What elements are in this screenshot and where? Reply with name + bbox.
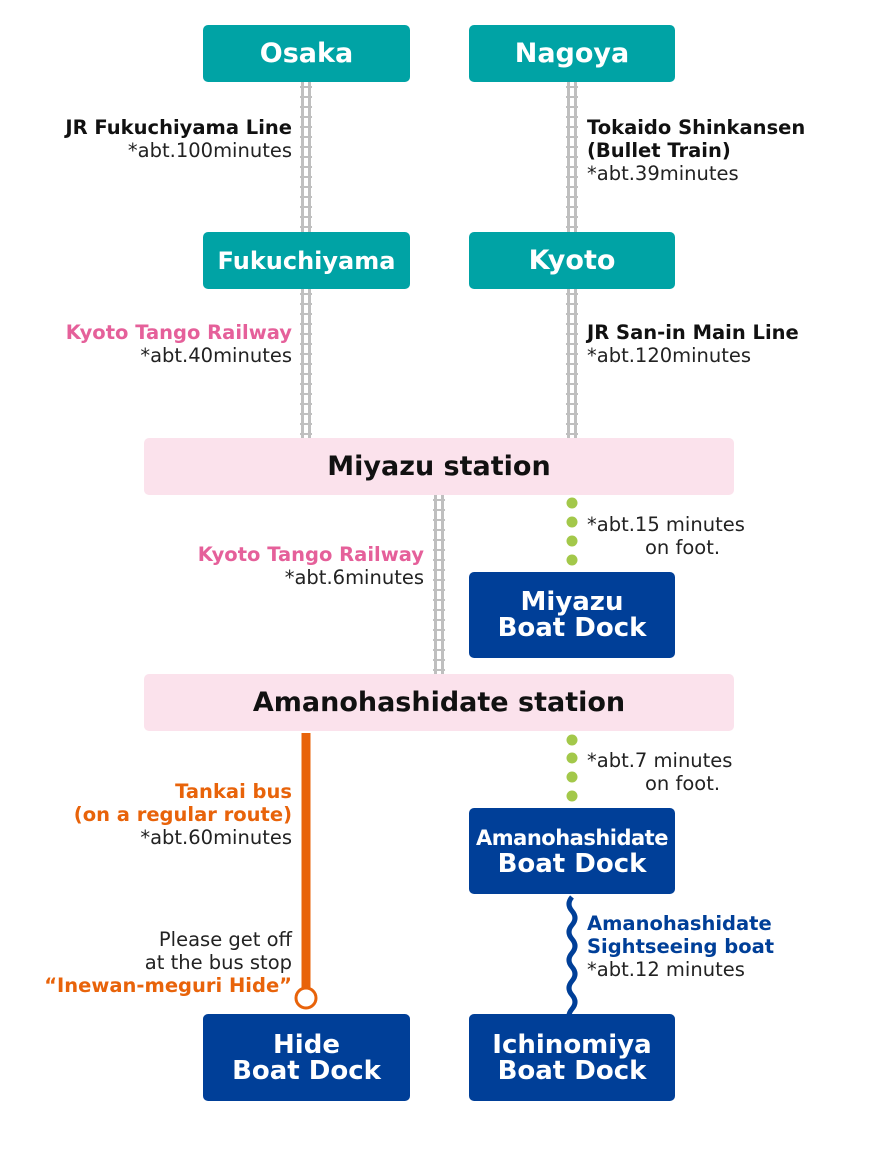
walk-dot (566, 554, 578, 566)
route-line-name-2: (Bullet Train) (587, 139, 731, 162)
rail-osaka-fukuchiyama (300, 82, 312, 232)
route-time: *abt.40minutes (140, 344, 292, 367)
walking-dots (566, 497, 578, 802)
dock-amanohashidate-line2: Boat Dock (497, 849, 647, 879)
dock-miyazu: Miyazu Boat Dock (469, 572, 675, 658)
station-nagoya: Nagoya (469, 25, 675, 82)
dock-miyazu-line2: Boat Dock (497, 613, 647, 643)
walk-dot (566, 497, 578, 509)
dock-ichinomiya-line1: Ichinomiya (492, 1029, 652, 1060)
route-line-name: Amanohashidate (587, 912, 772, 935)
station-amanohashidate-label: Amanohashidate station (252, 687, 626, 718)
dock-hide: Hide Boat Dock (203, 1014, 410, 1101)
route-note: on foot. (645, 772, 721, 795)
bus-stop-instruction: Please get off at the bus stop “Inewan-m… (44, 928, 292, 997)
dock-amanohashidate-line1: Amanohashidate (476, 826, 668, 850)
rail-tracks (300, 82, 578, 674)
route-boat: Amanohashidate Sightseeing boat *abt.12 … (587, 912, 774, 981)
walk-dot (566, 734, 578, 746)
route-miyazu-walk: *abt.15 minutes on foot. (587, 513, 745, 559)
route-note: on foot. (645, 536, 721, 559)
route-line-name: Kyoto Tango Railway (197, 543, 424, 566)
walk-dot (566, 790, 578, 802)
dock-hide-line2: Boat Dock (232, 1055, 381, 1086)
station-nagoya-label: Nagoya (514, 38, 630, 69)
station-kyoto: Kyoto (469, 232, 675, 289)
bus-stop-marker (294, 986, 318, 1010)
rail-nagoya-kyoto (566, 82, 578, 232)
rail-kyoto-miyazu (566, 289, 578, 438)
station-fukuchiyama: Fukuchiyama (203, 232, 410, 289)
route-line-name: Kyoto Tango Railway (65, 321, 292, 344)
station-amanohashidate: Amanohashidate station (144, 674, 734, 731)
walk-dot (566, 752, 578, 764)
walk-dots-amanohashidate (566, 734, 578, 802)
walk-dots-miyazu (566, 497, 578, 566)
route-time: *abt.60minutes (140, 826, 292, 849)
route-time: *abt.120minutes (587, 344, 752, 367)
dock-hide-line1: Hide (273, 1029, 340, 1060)
bus-stop-text-1: Please get off (158, 928, 292, 951)
bus-stop-name: “Inewan-meguri Hide” (44, 974, 292, 997)
route-time: *abt.6minutes (284, 566, 424, 589)
bus-stop-text-2: at the bus stop (144, 951, 292, 974)
route-miyazu-amanohashidate: Kyoto Tango Railway *abt.6minutes (198, 543, 424, 589)
walk-dot (566, 535, 578, 547)
dock-amanohashidate: Amanohashidate Boat Dock (469, 808, 675, 894)
walk-dot (566, 516, 578, 528)
route-time: *abt.12 minutes (587, 958, 745, 981)
station-miyazu: Miyazu station (144, 438, 734, 495)
route-line-name: JR San-in Main Line (587, 321, 799, 344)
route-time: *abt.100minutes (127, 139, 292, 162)
dock-miyazu-line1: Miyazu (520, 587, 624, 617)
dock-ichinomiya-line2: Boat Dock (497, 1055, 647, 1086)
route-line-name-2: (on a regular route) (73, 803, 292, 826)
station-kyoto-label: Kyoto (528, 245, 616, 276)
route-amanohashidate-walk: *abt.7 minutes on foot. (587, 749, 732, 795)
walk-dot (566, 771, 578, 783)
station-miyazu-label: Miyazu station (327, 451, 551, 482)
station-osaka-label: Osaka (259, 38, 354, 69)
route-line-name-2: Sightseeing boat (587, 935, 775, 958)
route-bus: Tankai bus (on a regular route) *abt.60m… (74, 780, 292, 849)
station-osaka: Osaka (203, 25, 410, 82)
route-time: *abt.39minutes (587, 162, 739, 185)
route-time: *abt.7 minutes (587, 749, 733, 772)
route-nagoya-kyoto: Tokaido Shinkansen (Bullet Train) *abt.3… (587, 116, 805, 185)
rail-miyazu-amanohashidate (433, 495, 445, 674)
route-kyoto-miyazu: JR San-in Main Line *abt.120minutes (587, 321, 799, 367)
route-fukuchiyama-miyazu: Kyoto Tango Railway *abt.40minutes (66, 321, 292, 367)
route-line-name: Tankai bus (175, 780, 292, 803)
rail-fukuchiyama-miyazu (300, 289, 312, 438)
route-line-name: Tokaido Shinkansen (587, 116, 806, 139)
dock-ichinomiya: Ichinomiya Boat Dock (469, 1014, 675, 1101)
route-time: *abt.15 minutes (587, 513, 745, 536)
route-osaka-fukuchiyama: JR Fukuchiyama Line *abt.100minutes (65, 116, 292, 162)
route-line-name: JR Fukuchiyama Line (65, 116, 292, 139)
station-fukuchiyama-label: Fukuchiyama (217, 246, 396, 275)
